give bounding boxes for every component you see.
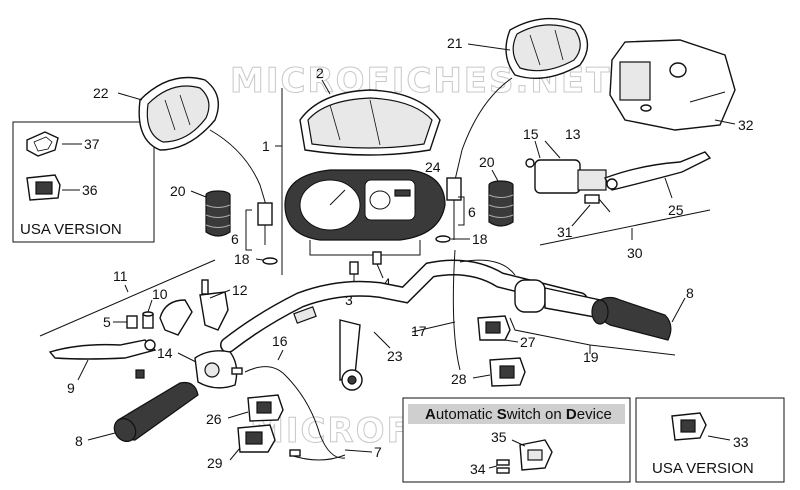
callout-2: 2 <box>316 65 324 81</box>
part-23-handlebar <box>220 259 588 391</box>
part-12-clamp <box>159 279 229 336</box>
callout-24: 24 <box>425 159 441 175</box>
asd-title-a: A <box>425 406 436 423</box>
callout-17: 17 <box>411 323 427 339</box>
callout-10: 10 <box>152 286 168 302</box>
callout-19: 19 <box>583 349 599 365</box>
callout-20-left: 20 <box>170 183 186 199</box>
asd-box: Automatic Switch on Device 35 34 <box>402 397 631 483</box>
part-28-switch <box>489 357 526 387</box>
callout-7: 7 <box>374 444 382 460</box>
part-8-left-grip <box>113 381 199 442</box>
asd-title-witch-on: witch on <box>506 406 566 423</box>
part-29-switch <box>237 424 276 453</box>
callout-6-right: 6 <box>468 204 476 220</box>
callout-12: 12 <box>232 282 248 298</box>
part-36-switch <box>26 174 61 201</box>
callout-4: 4 <box>383 275 391 291</box>
asd-title: Automatic Switch on Device <box>425 406 612 423</box>
callout-11: 11 <box>113 268 128 284</box>
usa-version-box-right: 33 USA VERSION <box>635 397 785 483</box>
part-33-switch <box>671 412 707 441</box>
usa-version-label-right: USA VERSION <box>652 460 754 477</box>
part-32-master-cylinder <box>609 39 736 131</box>
asd-title-s: S <box>497 406 507 423</box>
part-25-right-lever <box>603 151 712 191</box>
callout-8-left: 8 <box>75 433 83 449</box>
callout-16: 16 <box>272 333 288 349</box>
callout-29: 29 <box>207 455 223 471</box>
callout-23: 23 <box>387 348 403 364</box>
callout-13: 13 <box>565 126 581 142</box>
asd-title-evice: evice <box>577 406 612 423</box>
part-13-brake-pump <box>525 158 607 194</box>
callout-26: 26 <box>206 411 222 427</box>
callout-20-right: 20 <box>479 154 495 170</box>
callout-8-right: 8 <box>686 285 694 301</box>
callout-37: 37 <box>84 136 100 152</box>
part-4-bulb <box>372 251 384 279</box>
part-31-screw <box>584 194 611 213</box>
callout-21: 21 <box>447 35 463 51</box>
callout-31: 31 <box>557 224 573 240</box>
callout-30: 30 <box>627 245 643 261</box>
part-22-left-mirror <box>138 76 273 245</box>
part-37-cover <box>26 131 59 157</box>
callout-6-left: 6 <box>231 231 239 247</box>
part-5-screws <box>126 311 154 329</box>
callout-18-left: 18 <box>234 251 250 267</box>
callout-36: 36 <box>82 182 98 198</box>
usa-version-label-left: USA VERSION <box>20 221 122 238</box>
part-27-switch <box>477 315 511 341</box>
callout-34: 34 <box>470 461 486 477</box>
callout-27: 27 <box>520 334 536 350</box>
part-20-left-boot <box>205 190 231 237</box>
usa-version-box-left: 37 36 USA VERSION <box>12 121 155 243</box>
part-1-instrument-panel <box>284 169 446 256</box>
asd-title-utomatic: utomatic <box>436 406 497 423</box>
callout-33: 33 <box>733 434 749 450</box>
callout-15: 15 <box>523 126 539 142</box>
callout-32: 32 <box>738 117 754 133</box>
callout-9: 9 <box>67 380 75 396</box>
part-21-right-mirror <box>446 17 589 240</box>
part-26-switch <box>247 394 284 422</box>
callout-25: 25 <box>668 202 684 218</box>
callout-1: 1 <box>262 138 270 154</box>
part-20-right-boot <box>488 180 514 227</box>
callout-35: 35 <box>491 429 507 445</box>
callout-3: 3 <box>345 292 353 308</box>
part-9-left-lever <box>48 339 157 360</box>
part-2-instrument-glass <box>299 89 441 156</box>
callout-5: 5 <box>103 314 111 330</box>
callout-22: 22 <box>93 85 109 101</box>
part-35-bracket <box>519 439 553 471</box>
part-14-switch-housing <box>194 350 243 389</box>
part-19-throttle-body <box>514 279 601 319</box>
part-8-right-grip <box>591 296 672 341</box>
callout-28: 28 <box>451 371 467 387</box>
callout-14: 14 <box>157 345 173 361</box>
asd-title-d: D <box>566 406 577 423</box>
callout-18-right: 18 <box>472 231 488 247</box>
part-34-screws <box>496 459 510 474</box>
